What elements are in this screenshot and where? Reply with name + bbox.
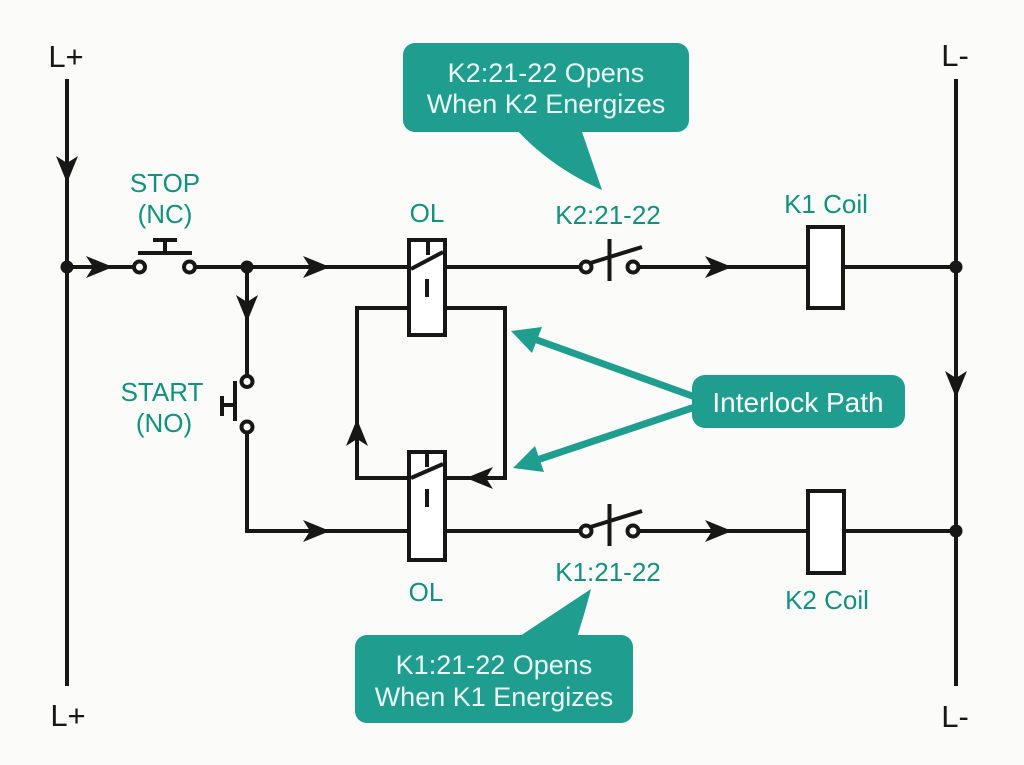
interlock-label-box xyxy=(692,375,905,428)
pointer-arrow-icon xyxy=(511,327,542,353)
junction-dot xyxy=(949,524,963,538)
callout-text: K1:21-22 Opens xyxy=(396,650,593,680)
interlock-label-text: Interlock Path xyxy=(712,387,883,418)
start-label: START xyxy=(121,377,204,407)
stop-button-symbol xyxy=(132,238,197,275)
ol-bottom-label: OL xyxy=(409,577,444,607)
start-terminal xyxy=(239,419,255,435)
flow-arrow-down-icon xyxy=(56,156,78,183)
callout-text: K2:21-22 Opens xyxy=(448,58,645,88)
callout-box xyxy=(355,635,633,723)
ol-bottom-symbol xyxy=(407,450,447,562)
ol-bottom-blade xyxy=(410,462,444,480)
flow-arrow-down-icon xyxy=(945,371,967,398)
k1-coil-label: K1 Coil xyxy=(784,189,868,219)
ol-top-symbol xyxy=(407,238,447,337)
k2-contact-blade xyxy=(583,245,643,267)
top-rung xyxy=(67,256,956,278)
flow-arrow-up-icon xyxy=(346,419,368,446)
k2-contact-terminal xyxy=(578,259,594,275)
callout-k1-opens: K1:21-22 Opens When K1 Energizes xyxy=(355,589,633,723)
k2-contact-terminal xyxy=(625,259,641,275)
pointer-line xyxy=(533,336,699,401)
callout-k2-opens: K2:21-22 Opens When K2 Energizes xyxy=(403,43,689,190)
k1-interlock-contact-symbol xyxy=(578,504,643,546)
stop-terminal xyxy=(132,259,147,275)
wire-corner xyxy=(245,430,411,533)
pointer-arrow-icon xyxy=(513,446,544,472)
start-label-type: (NO) xyxy=(136,408,192,438)
junction-dot xyxy=(60,260,74,274)
rail-label-l-plus-top: L+ xyxy=(48,39,83,74)
junction-dot xyxy=(240,260,254,274)
flow-arrow-down-icon xyxy=(236,295,258,322)
interlock-path-callout: Interlock Path xyxy=(511,327,905,472)
k1-contact-terminal xyxy=(625,523,641,539)
callout-tail xyxy=(517,589,591,638)
flow-arrow-right-icon xyxy=(705,520,732,542)
bottom-rung xyxy=(236,267,956,542)
k2-coil-symbol xyxy=(806,489,846,575)
rail-label-l-plus-bottom: L+ xyxy=(50,698,85,733)
junction-dot xyxy=(949,260,963,274)
callout-tail xyxy=(516,129,602,190)
start-terminal xyxy=(239,374,255,389)
k2-contact-label: K2:21-22 xyxy=(555,200,661,230)
callout-text: When K1 Energizes xyxy=(375,682,614,712)
callout-text: When K2 Energizes xyxy=(427,89,666,119)
right-rail xyxy=(945,79,967,686)
flow-arrow-left-icon xyxy=(466,467,493,489)
k1-contact-terminal xyxy=(578,523,594,539)
ol-top-label: OL xyxy=(410,198,445,228)
left-rail xyxy=(56,79,78,686)
stop-terminal xyxy=(182,259,197,275)
flow-arrow-right-icon xyxy=(86,256,113,278)
stop-label: STOP xyxy=(130,168,200,198)
rail-label-l-minus-bottom: L- xyxy=(941,699,969,734)
start-button-symbol xyxy=(220,374,255,435)
flow-arrow-right-icon xyxy=(705,256,732,278)
k1-contact-blade xyxy=(583,509,643,531)
k2-interlock-contact-symbol xyxy=(578,239,643,281)
flow-arrow-right-icon xyxy=(303,520,330,542)
pointer-line xyxy=(536,403,699,463)
flow-arrow-right-icon xyxy=(303,256,330,278)
stop-label-type: (NC) xyxy=(138,199,193,229)
ol-top-blade xyxy=(410,250,444,271)
callout-box xyxy=(403,43,689,132)
k2-coil-label: K2 Coil xyxy=(785,585,869,615)
k1-contact-label: K1:21-22 xyxy=(555,557,661,587)
k1-coil-symbol xyxy=(806,225,845,310)
rail-label-l-minus-top: L- xyxy=(941,38,969,73)
